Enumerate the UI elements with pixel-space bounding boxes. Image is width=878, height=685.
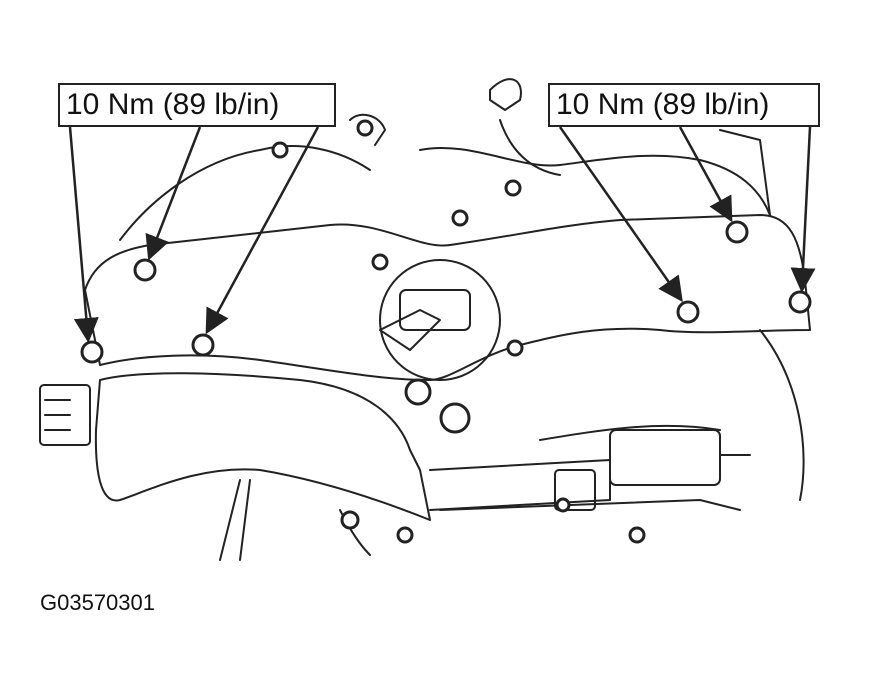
bolt-left-2 [133,258,157,282]
arrow-right-1 [558,126,683,303]
bolt-left-1 [80,340,104,364]
arrow-left-2 [145,126,202,261]
torque-spec-right: 10 Nm (89 lb/in) [548,83,820,127]
lower-cover-outline [94,372,431,521]
bolt-right-1 [676,300,700,324]
bolt-left-3 [191,333,215,357]
arrow-left-3 [205,126,320,335]
arrow-left-1 [68,126,99,343]
arrow-right-2 [678,126,733,223]
torque-spec-left: 10 Nm (89 lb/in) [58,83,336,127]
upper-cover-outline [84,214,811,381]
figure-id: G03570301 [40,590,155,615]
arrow-right-3 [790,126,816,293]
pump-housing [379,259,501,381]
back-cover-outline [119,145,371,241]
bolt-right-2 [725,220,749,244]
bolt-right-3 [788,290,812,314]
